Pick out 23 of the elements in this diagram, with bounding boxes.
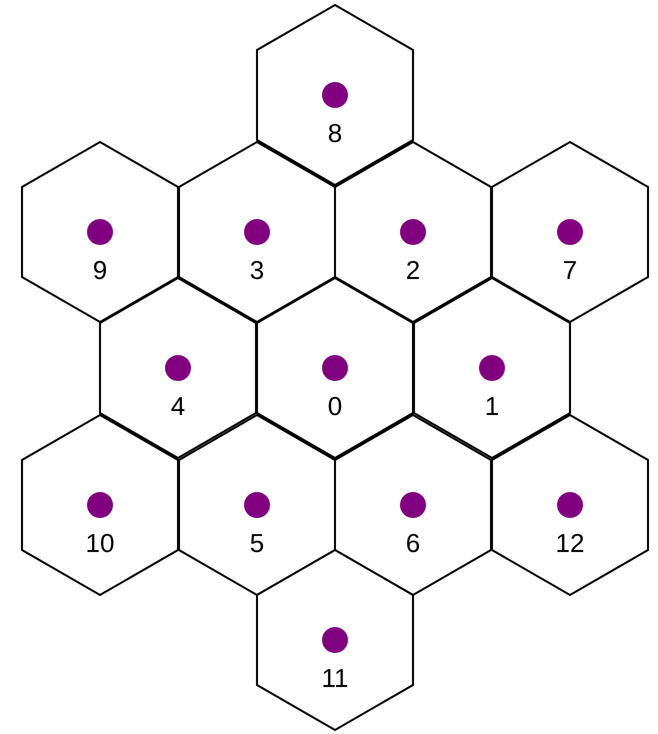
hexagon-cell (491, 141, 649, 323)
cell-number: 2 (404, 255, 422, 285)
hexagon-cell (178, 141, 336, 323)
hexagon-cell (413, 277, 571, 459)
cell-number: 8 (326, 118, 344, 148)
cell-number: 7 (562, 255, 578, 285)
cell-number: 6 (404, 528, 422, 558)
hexagon-cell (334, 414, 492, 596)
cell-number: 10 (84, 528, 116, 558)
hexagon-cell (334, 141, 492, 323)
cell-number: 11 (320, 663, 350, 693)
cell-number: 3 (248, 255, 266, 285)
cell-number: 4 (170, 391, 186, 421)
hexagon-cell (491, 414, 649, 596)
cell-number: 1 (484, 391, 500, 421)
hexagon-cell (21, 141, 179, 323)
hexagon-cell (256, 4, 414, 186)
cell-number: 9 (92, 255, 108, 285)
cell-number: 12 (554, 528, 586, 558)
cell-number: 5 (248, 528, 266, 558)
hexagon-cell (21, 414, 179, 596)
hexagon-cell (178, 414, 336, 596)
cell-number: 0 (326, 391, 344, 421)
